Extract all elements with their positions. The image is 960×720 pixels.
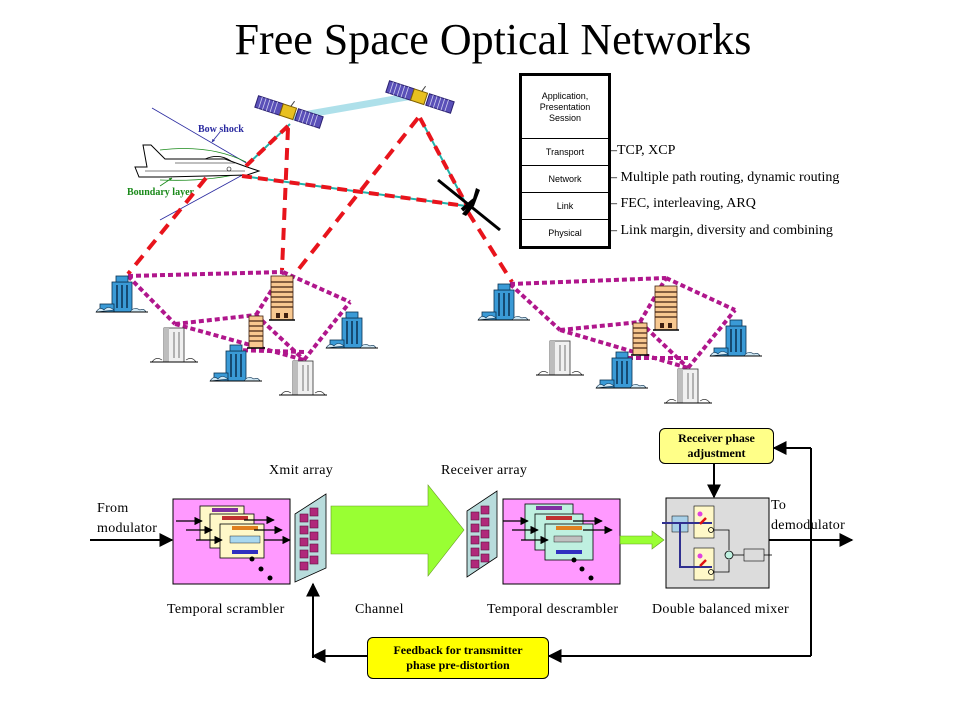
link-uav-ground xyxy=(466,210,514,284)
xmit-array-label: Xmit array xyxy=(269,463,334,478)
building-icon xyxy=(652,285,680,331)
building-icon xyxy=(95,275,149,313)
osi-layer-transport: Transport xyxy=(522,138,608,165)
link-aircraft-ground xyxy=(126,176,208,276)
temporal-descrambler-block xyxy=(502,498,621,585)
double-balanced-mixer-block xyxy=(662,497,772,589)
osi-layer-application: Application, Presentation Session xyxy=(539,90,591,123)
descrambler-to-mixer-arrow xyxy=(619,530,665,550)
link-aircraft-sat1 xyxy=(244,122,292,168)
building-icon xyxy=(535,340,585,376)
transport-description: –TCP, XCP xyxy=(610,143,676,158)
from-modulator-label-line1: From xyxy=(97,501,129,516)
osi-layer-network: Network xyxy=(522,165,608,192)
temporal-scrambler-label: Temporal scrambler xyxy=(167,602,285,617)
building-icon xyxy=(268,275,296,321)
boundary-layer-label: Boundary layer xyxy=(127,187,195,198)
satellite-icon xyxy=(385,74,457,114)
building-icon xyxy=(709,319,763,357)
channel-label: Channel xyxy=(355,602,404,617)
bit-strip xyxy=(212,508,258,554)
bow-shock-line-upper xyxy=(151,107,249,165)
receiver-phase-adjustment-box: Receiver phase adjustment xyxy=(659,428,774,464)
building-icon xyxy=(630,322,650,356)
receiver-array-panel xyxy=(466,490,498,578)
to-demodulator-label-line2: demodulator xyxy=(771,518,846,533)
osi-layer-stack: Application, Presentation Session Transp… xyxy=(519,73,611,249)
bow-shock-pointer xyxy=(211,131,221,143)
bow-shock-label: Bow shock xyxy=(198,124,244,135)
physical-description: – Link margin, diversity and combining xyxy=(610,223,833,238)
ground-mesh-right xyxy=(508,276,737,370)
bow-shock-line-lower xyxy=(159,171,249,221)
building-icon xyxy=(278,360,328,396)
optical-links xyxy=(126,116,514,284)
osi-layer-physical: Physical xyxy=(522,219,608,246)
osi-layer-link: Link xyxy=(522,192,608,219)
building-icon xyxy=(663,368,713,404)
temporal-descrambler-label: Temporal descrambler xyxy=(487,602,619,617)
temporal-scrambler-block xyxy=(172,498,291,585)
link-sat2-ground xyxy=(296,116,420,272)
xmit-array-panel xyxy=(294,493,327,583)
from-modulator-label-line2: modulator xyxy=(97,521,158,536)
double-balanced-mixer-label: Double balanced mixer xyxy=(652,602,789,617)
building-icon xyxy=(477,283,531,321)
building-icon xyxy=(246,315,266,349)
jet-aircraft-icon xyxy=(134,144,261,178)
feedback-transmitter-predistortion-box: Feedback for transmitter phase pre-disto… xyxy=(367,637,549,679)
boundary-layer-pointer xyxy=(159,177,173,187)
link-description: – FEC, interleaving, ARQ xyxy=(610,196,756,211)
link-sat1-ground xyxy=(280,127,290,271)
building-icon xyxy=(325,311,379,349)
to-demodulator-label-line1: To xyxy=(771,498,787,513)
building-icon xyxy=(149,327,199,363)
boundary-layer-upper xyxy=(159,148,247,163)
link-aircraft-uav xyxy=(241,174,467,208)
link-sat2-uav xyxy=(418,117,468,205)
scrambler-cards xyxy=(199,505,265,559)
receiver-array-label: Receiver array xyxy=(441,463,528,478)
network-description: – Multiple path routing, dynamic routing xyxy=(610,170,840,185)
uav-icon xyxy=(437,178,501,232)
channel-arrow xyxy=(330,484,465,577)
satellite-icon xyxy=(254,89,326,129)
page-title: Free Space Optical Networks xyxy=(234,15,752,64)
